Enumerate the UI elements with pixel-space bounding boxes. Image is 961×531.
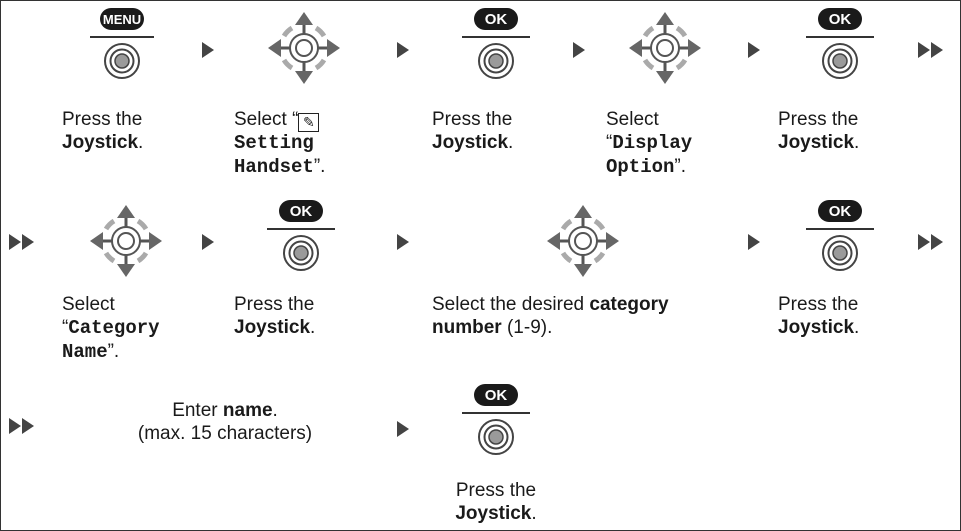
joystick-navigate-icon bbox=[88, 203, 164, 279]
menu-joystick-press-icon: MENU bbox=[90, 8, 154, 79]
svg-text:OK: OK bbox=[290, 203, 313, 220]
ok-joystick-press-icon: OK bbox=[806, 200, 874, 271]
next-arrow-icon bbox=[748, 42, 760, 58]
step10-text: Enter name. (max. 15 characters) bbox=[137, 400, 313, 444]
next-arrow-icon bbox=[202, 234, 214, 250]
next-arrow-icon bbox=[573, 42, 585, 58]
menu-key-label: MENU bbox=[103, 12, 141, 27]
next-arrow-icon bbox=[202, 42, 214, 58]
ok-joystick-press-icon: OK bbox=[267, 200, 335, 271]
continue-arrow-icon bbox=[9, 418, 39, 434]
handset-settings-icon: ✎ bbox=[298, 113, 320, 132]
continue-arrow-icon bbox=[918, 42, 948, 58]
next-arrow-icon bbox=[397, 234, 409, 250]
next-arrow-icon bbox=[748, 234, 760, 250]
joystick-navigate-icon bbox=[627, 10, 703, 86]
step1-line1: Press the bbox=[62, 109, 143, 130]
step5-text: Press the Joystick. bbox=[778, 109, 860, 153]
step4-text: Select “Display Option”. bbox=[606, 109, 693, 178]
ok-joystick-press-icon: OK bbox=[806, 8, 874, 79]
step8-text: Select the desired category number (1-9)… bbox=[432, 294, 669, 338]
ok-joystick-press-icon: OK bbox=[462, 8, 530, 79]
next-arrow-icon bbox=[397, 42, 409, 58]
step7-text: Press the Joystick. bbox=[234, 294, 316, 338]
step9-text: Press the Joystick. bbox=[778, 294, 860, 338]
svg-text:OK: OK bbox=[829, 11, 852, 28]
joystick-navigate-icon bbox=[266, 10, 342, 86]
svg-text:OK: OK bbox=[485, 11, 508, 28]
step3-text: Press the Joystick. bbox=[432, 109, 514, 153]
svg-text:OK: OK bbox=[829, 203, 852, 220]
ok-joystick-press-icon: OK bbox=[462, 384, 530, 455]
continue-arrow-icon bbox=[918, 234, 948, 250]
step1-joystick: Joystick bbox=[62, 132, 139, 153]
continue-arrow-icon bbox=[9, 234, 39, 250]
step11-text: Press the Joystick. bbox=[455, 480, 537, 524]
step6-text: Select “Category Name”. bbox=[62, 294, 160, 363]
joystick-navigate-icon bbox=[545, 203, 621, 279]
step1-text: Press the Joystick. bbox=[62, 109, 144, 153]
step2-text: Select “✎ Setting Handset”. bbox=[234, 109, 326, 178]
svg-text:OK: OK bbox=[485, 387, 508, 404]
next-arrow-icon bbox=[397, 421, 409, 437]
